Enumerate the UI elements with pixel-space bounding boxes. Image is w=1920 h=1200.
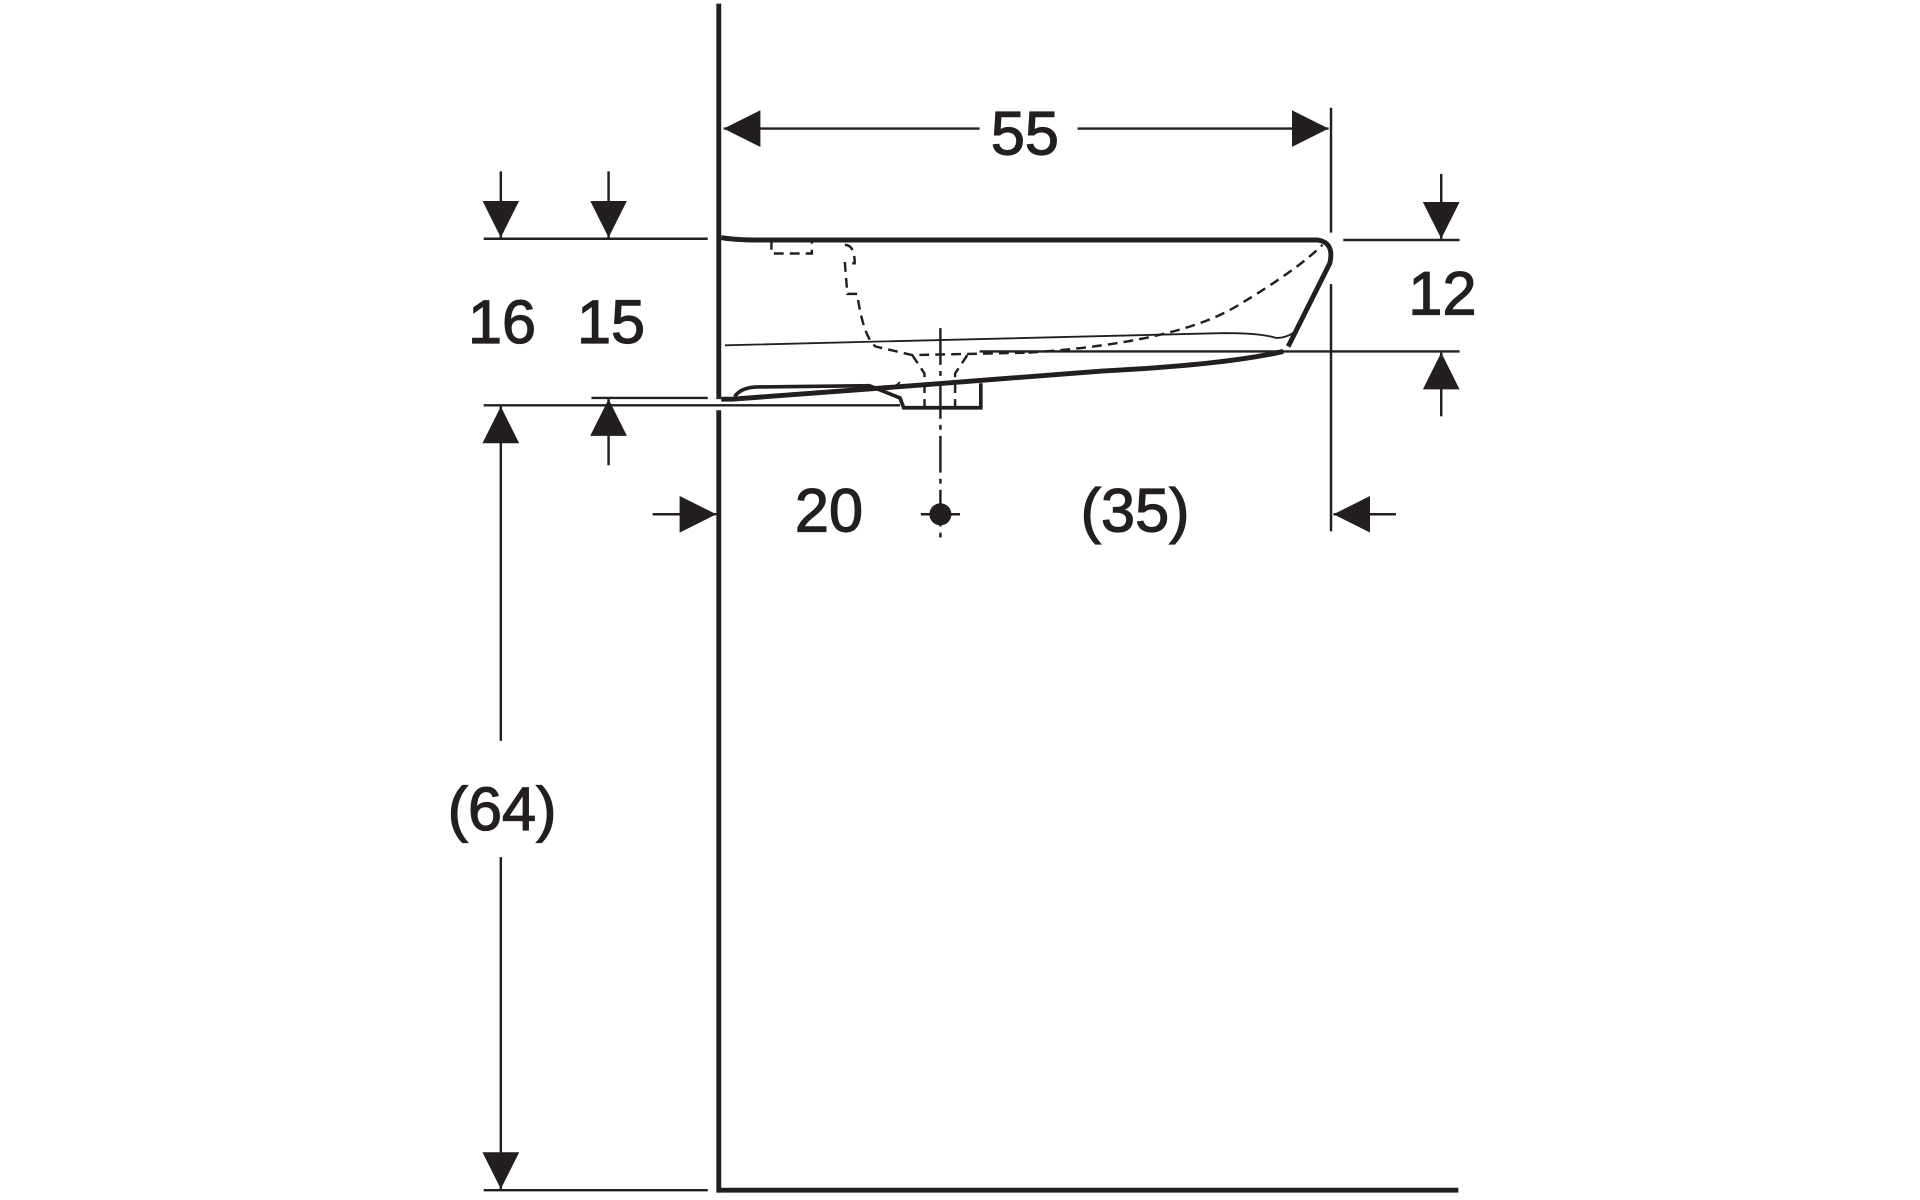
dimension-waste-offset-label: 20 <box>795 476 863 544</box>
dimension-heights-left <box>482 171 900 466</box>
waste-center-dot <box>929 503 952 526</box>
dimension-depth <box>723 107 1333 532</box>
dimension-floor-height-label: (64) <box>448 775 557 843</box>
dimension-overall-height-label: 16 <box>468 288 536 356</box>
dimension-floor-height <box>482 406 708 1192</box>
dimension-waste <box>652 328 1396 539</box>
dimension-bowl-height-label: 12 <box>1408 260 1476 328</box>
dimension-bowl-height <box>979 173 1460 417</box>
dimension-depth-label: 55 <box>991 99 1059 167</box>
dimension-waste-front-label: (35) <box>1081 476 1190 544</box>
wall <box>716 3 1459 1193</box>
dimension-front-height-label: 15 <box>577 288 645 356</box>
washbasin-profile <box>720 235 1334 410</box>
hidden-bowl-lines <box>770 240 1324 408</box>
